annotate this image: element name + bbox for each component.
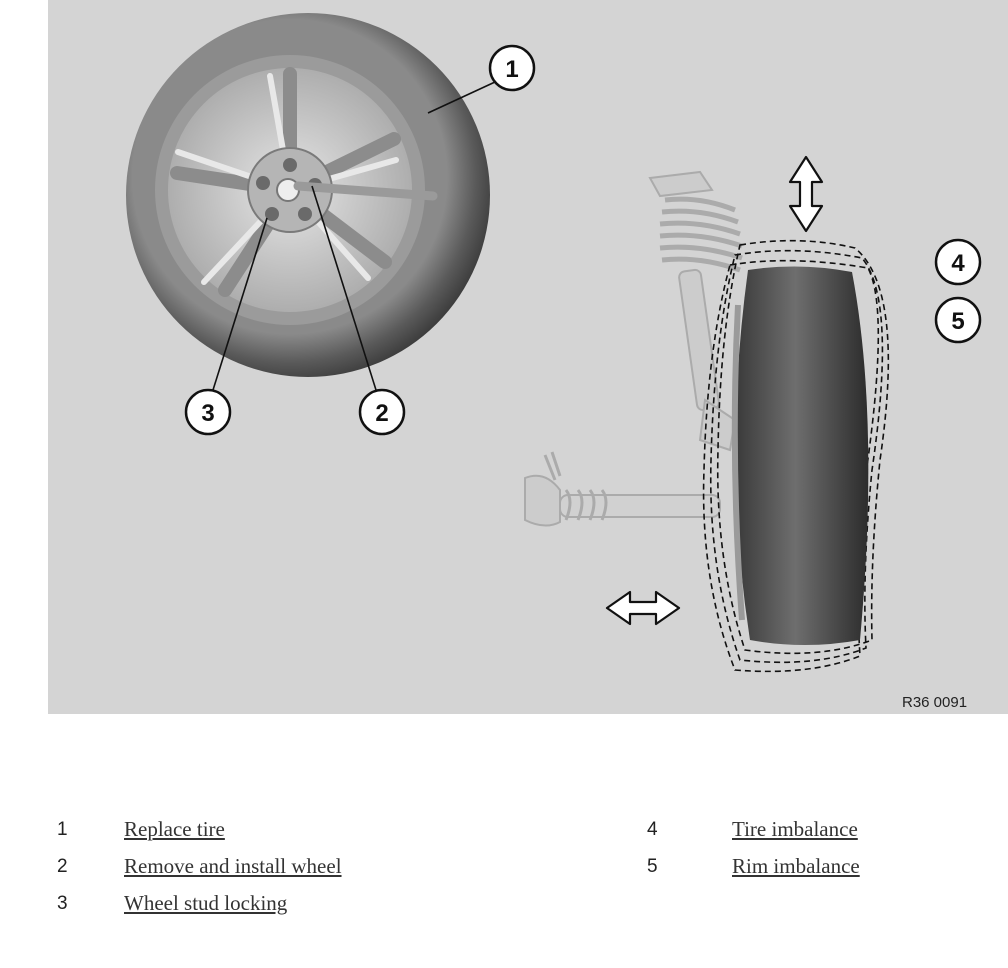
wheel-with-tire-illustration bbox=[126, 13, 490, 377]
callout-2-label: 2 bbox=[375, 400, 388, 427]
link-remove-install-wheel[interactable]: Remove and install wheel bbox=[124, 854, 342, 878]
legend-number-1: 1 bbox=[57, 819, 68, 840]
vertical-double-arrow-icon bbox=[788, 155, 824, 233]
link-tire-imbalance[interactable]: Tire imbalance bbox=[732, 817, 858, 841]
callout-1 bbox=[488, 44, 536, 92]
legend-number-5: 5 bbox=[647, 856, 658, 877]
link-wheel-stud-locking[interactable]: Wheel stud locking bbox=[124, 891, 288, 915]
diagram-illustration: 1 2 3 bbox=[126, 13, 982, 673]
strut-and-wheel-illustration bbox=[524, 170, 890, 673]
callout-3-label: 3 bbox=[201, 400, 214, 427]
callout-5 bbox=[934, 296, 982, 344]
link-rim-imbalance[interactable]: Rim imbalance bbox=[732, 854, 860, 878]
callout-4 bbox=[934, 238, 982, 286]
callout-1-label: 1 bbox=[505, 56, 518, 83]
figure-code: R36 0091 bbox=[902, 694, 968, 711]
callout-2 bbox=[358, 388, 406, 436]
legend-number-3: 3 bbox=[57, 893, 68, 914]
figure-panel: 1 2 3 bbox=[48, 0, 1008, 714]
legend-number-4: 4 bbox=[647, 819, 658, 840]
link-replace-tire[interactable]: Replace tire bbox=[124, 817, 225, 841]
legend-number-2: 2 bbox=[57, 856, 68, 877]
callout-4-label: 4 bbox=[951, 250, 965, 277]
callout-3 bbox=[184, 388, 232, 436]
callout-5-label: 5 bbox=[951, 308, 964, 335]
horizontal-double-arrow-icon bbox=[605, 590, 681, 626]
